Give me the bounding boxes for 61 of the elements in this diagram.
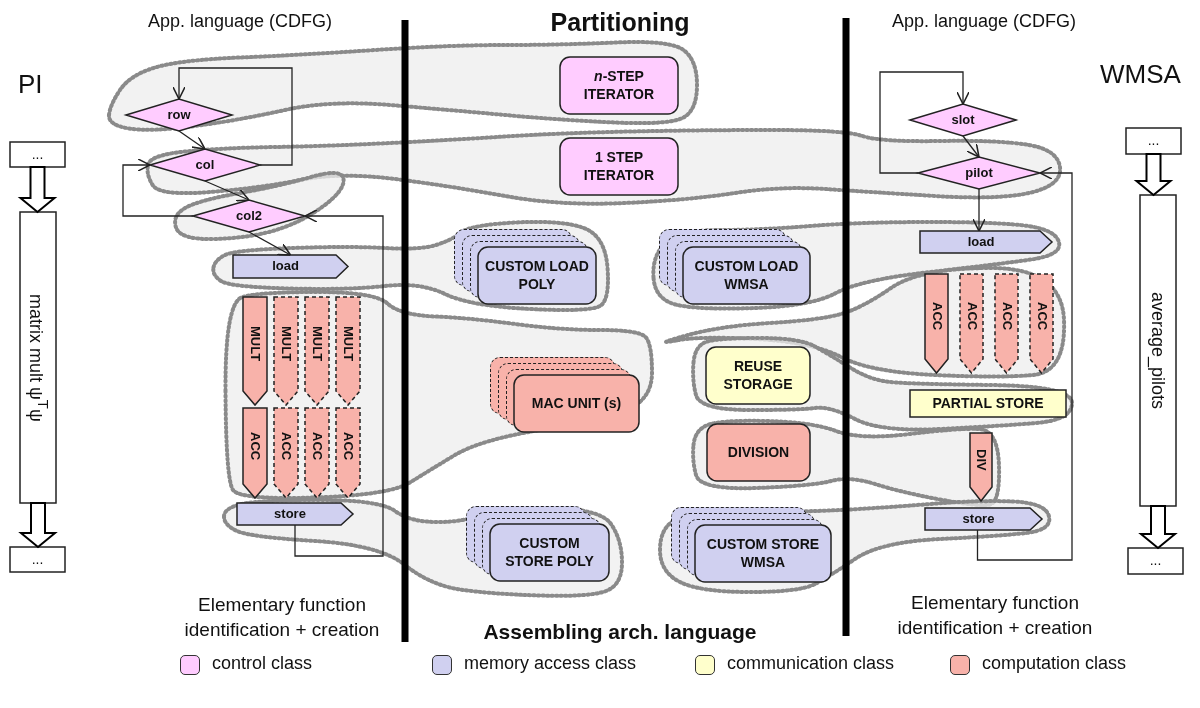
decision-diamond: slot (910, 104, 1016, 136)
memory-step-tag: store (925, 508, 1042, 530)
decision-diamond: col (150, 149, 260, 181)
text-box: ... (10, 547, 65, 572)
block-arrow (18, 502, 58, 549)
flow-arrow (972, 188, 986, 232)
compute-step-tag: DIV (970, 433, 992, 501)
column-heading: Partitioning (549, 7, 691, 38)
compute-step-tag: ACC (274, 408, 298, 498)
compute-step-tag: ACC (336, 408, 360, 498)
compute-step-tag: ACC (305, 408, 329, 498)
flow-arrow (172, 67, 293, 166)
compute-step-tag: MULT (305, 297, 329, 405)
compute-step-tag: ACC (925, 274, 948, 373)
column-footer: Assembling arch. language (460, 618, 780, 646)
compute-step-tag: ACC (1030, 274, 1053, 373)
legend-label: communication class (727, 653, 895, 674)
block-arrow (1138, 505, 1178, 550)
compute-step-tag: ACC (995, 274, 1018, 373)
compute-step-tag: ACC (243, 408, 267, 498)
section-heading: PI (18, 68, 44, 101)
text-box: ... (10, 142, 65, 167)
flow-arrow (879, 71, 970, 174)
text-box: ... (1126, 128, 1181, 154)
compute-step-tag: MULT (243, 297, 267, 405)
memory-step-tag: load (233, 255, 348, 278)
stacked-element-box: CUSTOM STORE POLY (490, 524, 609, 581)
column-heading: App. language (CDFG) (892, 10, 1078, 33)
stacked-element-box: CUSTOM LOAD POLY (478, 247, 596, 304)
block-arrow (17, 166, 58, 214)
legend-label: computation class (982, 653, 1127, 674)
stacked-element-box: MAC UNIT (s) (514, 375, 639, 432)
legend-label: memory access class (464, 653, 637, 674)
element-box: REUSE STORAGE (706, 347, 810, 404)
text-box: ... (1128, 548, 1183, 574)
flow-arrow (178, 130, 206, 150)
column-footer: Elementary function identification + creation (162, 593, 402, 643)
decision-diamond: row (126, 99, 232, 131)
compute-step-tag: MULT (274, 297, 298, 405)
decision-diamond: pilot (918, 157, 1040, 189)
memory-step-tag: load (920, 231, 1052, 253)
flow-arrow (976, 166, 1073, 561)
legend-label: control class (212, 653, 313, 674)
memory-step-tag: store (237, 503, 353, 525)
block-arrow (1133, 153, 1174, 197)
compute-step-tag: ACC (960, 274, 983, 373)
compute-step-tag: MULT (336, 297, 360, 405)
element-box: DIVISION (707, 424, 810, 481)
column-footer: Elementary function identification + creation (875, 591, 1115, 641)
flow-arrow (294, 209, 384, 557)
flow-arrow (962, 135, 980, 158)
stacked-element-box: CUSTOM LOAD WMSA (683, 247, 810, 304)
section-heading: WMSA (1100, 58, 1182, 91)
text-box: PARTIAL STORE (910, 390, 1066, 417)
element-box: 1 STEP ITERATOR (560, 138, 678, 195)
function-box: average_pilots (1140, 195, 1176, 506)
column-heading: App. language (CDFG) (148, 10, 334, 33)
decision-diamond: col2 (193, 200, 305, 232)
stacked-element-box: CUSTOM STORE WMSA (695, 525, 831, 582)
flow-arrow (122, 158, 194, 217)
element-box: n-STEP ITERATOR (560, 57, 678, 114)
